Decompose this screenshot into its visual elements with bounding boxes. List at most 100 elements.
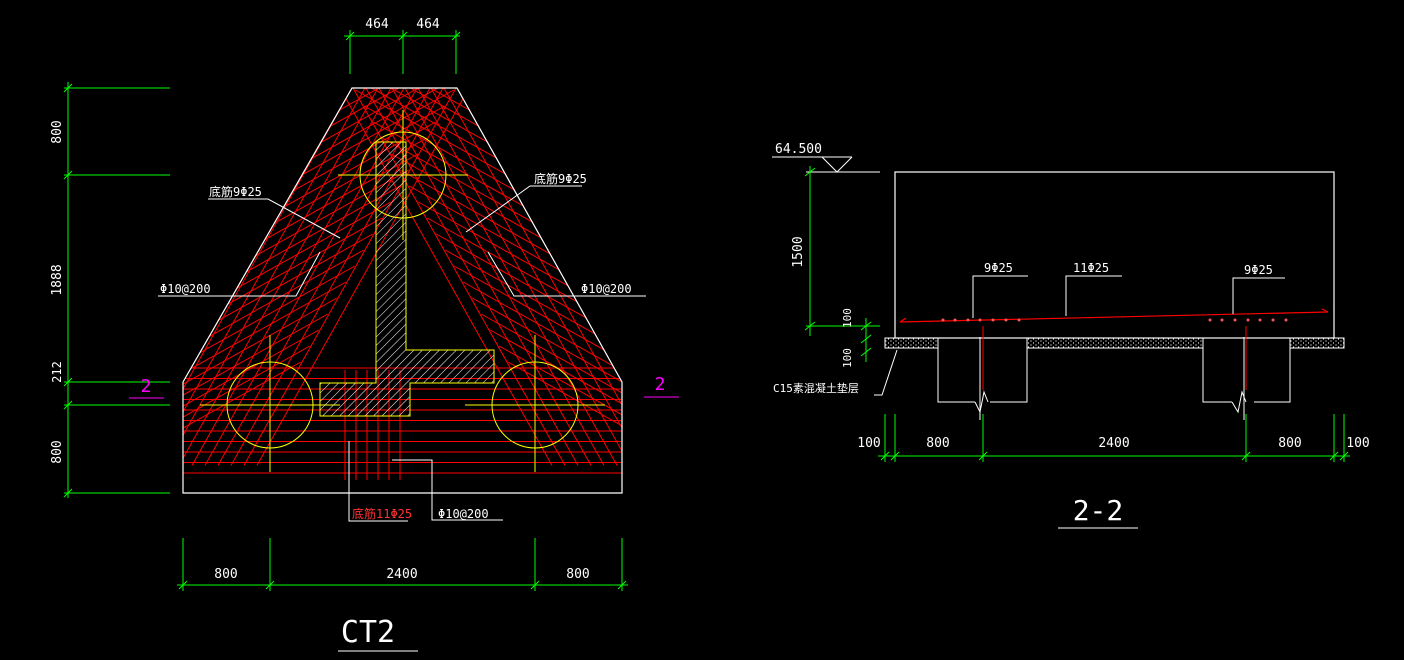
left-dim-1: 800 <box>50 120 65 143</box>
rebar-line <box>212 233 374 325</box>
rebar-line <box>417 88 622 466</box>
rebar-line <box>337 88 498 149</box>
rebar-line <box>339 88 553 466</box>
height-dim-100a: 100 <box>841 308 854 328</box>
plan-leaders <box>158 185 646 522</box>
rebar-line <box>400 169 561 261</box>
rebar-line <box>284 105 445 197</box>
label-bottom-bar-left: 底筋9Φ25 <box>209 184 262 199</box>
section-leaders <box>874 275 1285 396</box>
rebar-line <box>346 88 507 165</box>
height-dimensions <box>804 166 880 362</box>
cushion-layer-mid <box>1026 337 1204 349</box>
height-dim-1500: 1500 <box>791 236 806 267</box>
plan-title: CT2 <box>341 615 395 650</box>
label-bottom-bar-right: 底筋9Φ25 <box>534 171 587 186</box>
rebar-line <box>480 313 622 405</box>
rebar-line <box>444 249 606 341</box>
bottom-dim-2: 2400 <box>386 567 417 582</box>
cushion-layer-right <box>1289 337 1345 349</box>
pile-circles <box>200 110 605 472</box>
rebar-line <box>183 88 366 466</box>
rebar-line <box>221 217 383 309</box>
label-cushion: C15素混凝土垫层 <box>773 381 859 395</box>
rebar-line <box>435 233 597 325</box>
rebar-line <box>471 297 622 389</box>
rebar-line <box>243 88 457 466</box>
rebar-line <box>329 88 490 117</box>
height-dim-100b: 100 <box>841 348 854 368</box>
section-title: 2-2 <box>1073 494 1124 527</box>
label-bar-mid: 11Φ25 <box>1073 261 1109 275</box>
rebar-line <box>409 185 570 277</box>
label-stirrup-left: Φ10@200 <box>160 282 211 296</box>
plan-view-ct2: 464 464 800 1888 212 800 <box>50 17 679 652</box>
left-dim-4: 800 <box>50 440 65 463</box>
label-stirrup-bottom: Φ10@200 <box>438 507 489 521</box>
label-bar-right: 9Φ25 <box>1244 263 1273 277</box>
rebar-line <box>489 329 622 421</box>
column-l-shape <box>319 141 495 417</box>
elevation-marker <box>772 156 880 173</box>
top-dimensions <box>344 30 461 74</box>
label-bar-left: 9Φ25 <box>984 261 1013 275</box>
rebar-line <box>183 313 329 405</box>
rebar-line <box>498 345 622 437</box>
rebar-line <box>185 281 347 373</box>
rebar-line <box>183 88 379 466</box>
rebar-line <box>302 88 463 165</box>
left-dimensions <box>63 82 170 498</box>
svg-text:2: 2 <box>655 374 666 395</box>
bottom-dim-3: 800 <box>566 567 589 582</box>
left-dim-2: 1888 <box>50 264 65 295</box>
rebar-line <box>378 88 592 466</box>
rebar-grid <box>183 88 622 480</box>
section-bottom-dimensions <box>878 414 1350 462</box>
rebar-line <box>443 88 622 466</box>
rebar-line <box>230 201 392 293</box>
rebar-line <box>203 249 365 341</box>
section-dim-5: 100 <box>1346 436 1369 451</box>
label-bottom-bar-center: 底筋11Φ25 <box>352 506 412 521</box>
rebar-line <box>183 88 353 466</box>
rebar-line <box>320 88 481 133</box>
section-mark-right: 2 <box>644 374 679 398</box>
pile-cap-outline <box>182 87 623 494</box>
rebar-line <box>256 88 470 466</box>
rebar-line <box>230 88 444 466</box>
rebar-dots <box>941 318 1288 322</box>
section-dim-3: 2400 <box>1098 436 1129 451</box>
elevation-label: 64.500 <box>775 142 822 157</box>
bottom-dimensions <box>177 538 628 591</box>
rebar-line <box>404 88 618 466</box>
rebar-line <box>194 265 356 357</box>
rebar-line <box>453 265 615 357</box>
rebar-line <box>426 217 588 309</box>
left-dim-3: 212 <box>50 361 64 383</box>
bottom-dim-1: 800 <box>214 567 237 582</box>
rebar-line <box>183 88 392 466</box>
section-mark-left: 2 <box>129 376 164 399</box>
rebar-line <box>275 121 436 213</box>
rebar-line <box>391 88 605 466</box>
svg-text:2: 2 <box>141 376 152 397</box>
label-stirrup-right: Φ10@200 <box>581 282 632 296</box>
rebar-line <box>391 153 552 245</box>
top-dim-1: 464 <box>365 17 389 32</box>
pile-bars <box>982 326 1247 390</box>
rebar-line <box>373 121 534 213</box>
rebar-line <box>430 88 622 466</box>
section-view-2-2: 64.500 1500 100 100 <box>772 142 1370 529</box>
rebar-line <box>364 105 525 197</box>
rebar-line <box>417 201 579 293</box>
rebar-line <box>355 89 516 181</box>
section-dim-2: 800 <box>926 436 949 451</box>
rebar-line <box>319 88 480 117</box>
rebar-line <box>239 185 400 277</box>
section-dim-4: 800 <box>1278 436 1301 451</box>
section-piles <box>937 337 1291 420</box>
section-dim-1: 100 <box>857 436 880 451</box>
rebar-line <box>293 89 454 181</box>
section-main-rebar <box>899 308 1329 323</box>
